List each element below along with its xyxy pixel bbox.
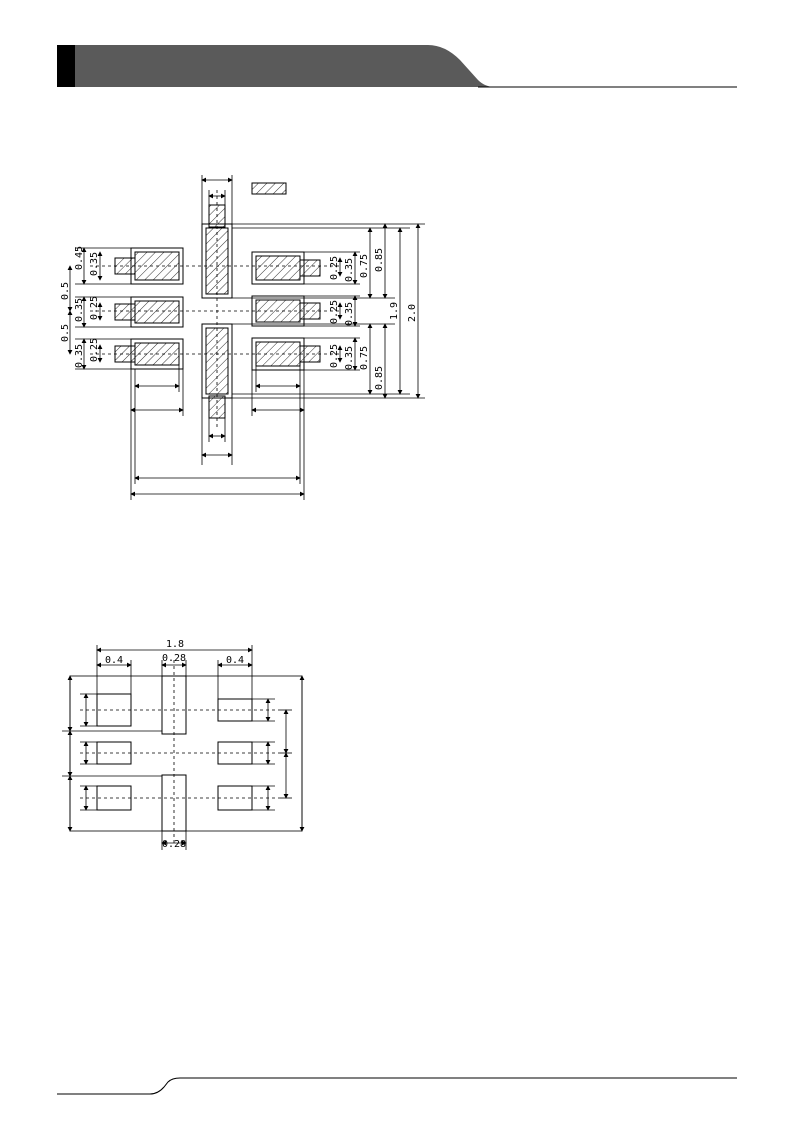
right-pad-1-hatch — [255, 255, 301, 281]
label-right-19: 1.9 — [389, 302, 400, 320]
label-left-025-b: 0.25 — [89, 338, 100, 362]
bottom-left-pad-3 — [96, 785, 132, 811]
top-land-pattern-drawing — [67, 175, 425, 500]
label-pad-width-left: 0.4 — [105, 655, 123, 666]
label-right-20: 2.0 — [407, 304, 418, 322]
header-bar — [57, 45, 737, 88]
label-pad-width-right: 0.4 — [226, 655, 244, 666]
label-right-085-b: 0.85 — [374, 366, 385, 390]
label-left-035-b: 0.35 — [74, 298, 85, 322]
label-right-075-b: 0.75 — [359, 346, 370, 370]
label-left-035-c: 0.35 — [74, 344, 85, 368]
footer — [57, 1077, 737, 1095]
dim-arrows-left — [67, 247, 103, 370]
label-right-075-a: 0.75 — [359, 254, 370, 278]
label-left-05-a: 0.5 — [60, 282, 71, 300]
label-right-035-c: 0.35 — [344, 346, 355, 370]
label-right-025-a: 0.25 — [329, 256, 340, 280]
dim-arrows-right — [337, 223, 421, 399]
label-center-width: 0.28 — [162, 653, 186, 664]
label-left-045: 0.45 — [74, 246, 85, 270]
bottom-footprint-drawing — [62, 645, 305, 850]
bottom-left-pad-2 — [96, 741, 132, 765]
header-tab-shape — [75, 45, 495, 87]
dim-arrows-horizontal — [130, 175, 305, 500]
centerlines-bottom — [80, 660, 280, 845]
right-lead-1-hatch — [299, 259, 321, 277]
label-left-035-a: 0.35 — [89, 252, 100, 276]
label-right-035-a: 0.35 — [344, 258, 355, 282]
label-right-085-a: 0.85 — [374, 248, 385, 272]
label-left-025-a: 0.25 — [89, 296, 100, 320]
bottom-dimension-labels: 1.8 0.4 0.28 0.4 0.28 — [105, 639, 244, 850]
extension-lines-right — [232, 223, 425, 399]
footer-rule — [57, 1077, 737, 1095]
bottom-left-pad-1 — [96, 693, 132, 727]
label-right-025-c: 0.25 — [329, 344, 340, 368]
bottom-right-pad-2 — [217, 741, 253, 765]
left-pad-2-hatch — [134, 300, 180, 324]
legend-hatch-swatch — [251, 182, 287, 195]
center-top-pad-hatch — [205, 227, 229, 295]
label-right-025-b: 0.25 — [329, 300, 340, 324]
label-center-width-bottom: 0.28 — [162, 839, 186, 850]
centerlines-top — [90, 190, 340, 430]
bottom-dim-arrows — [62, 645, 305, 850]
header-accent-block — [57, 45, 75, 87]
top-dimension-labels: 0.45 0.35 0.5 0.35 0.25 0.5 0.35 0.25 0.… — [60, 246, 418, 390]
label-left-05-b: 0.5 — [60, 324, 71, 342]
bottom-right-pad-1 — [217, 698, 253, 722]
bottom-right-pad-3 — [217, 785, 253, 811]
label-right-035-b: 0.35 — [344, 302, 355, 326]
label-width-total: 1.8 — [166, 639, 184, 650]
left-lead-2-hatch — [114, 303, 136, 321]
